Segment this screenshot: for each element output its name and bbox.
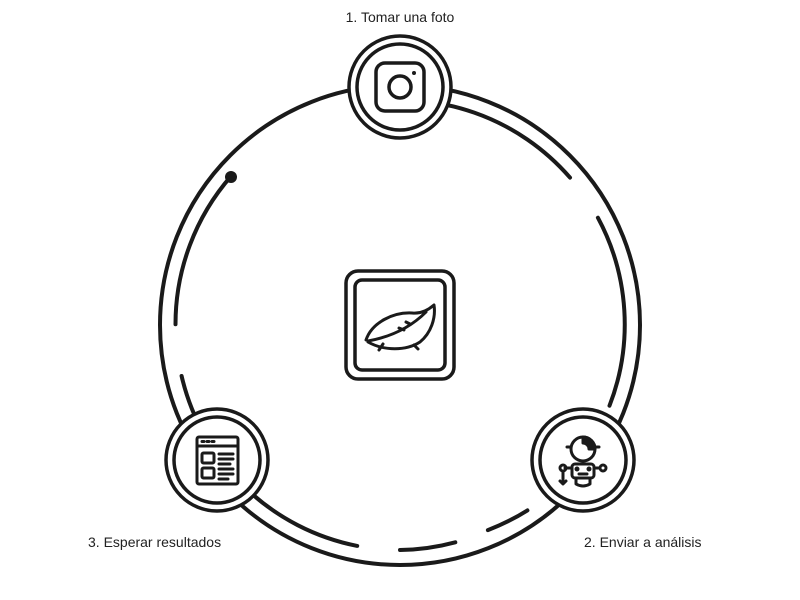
step-node-1 [347,34,453,140]
leaf-icon [364,303,436,352]
inner-ring-arc [595,215,627,408]
step-3-label: 3. Esperar resultados [88,534,222,550]
browser-window-icon [195,435,240,486]
inner-ring-arc [398,540,458,552]
step-node-2 [530,407,636,513]
robot-icon [558,435,608,488]
step-node-3 [164,407,270,513]
inner-ring-arc [485,508,530,533]
camera-icon [374,61,426,113]
step-2-label: 2. Enviar a análisis [584,534,702,550]
step-1-label: 1. Tomar una foto [345,9,455,25]
center-node [344,269,456,381]
ring-dot [225,171,237,183]
inner-ring-arc [173,174,234,327]
